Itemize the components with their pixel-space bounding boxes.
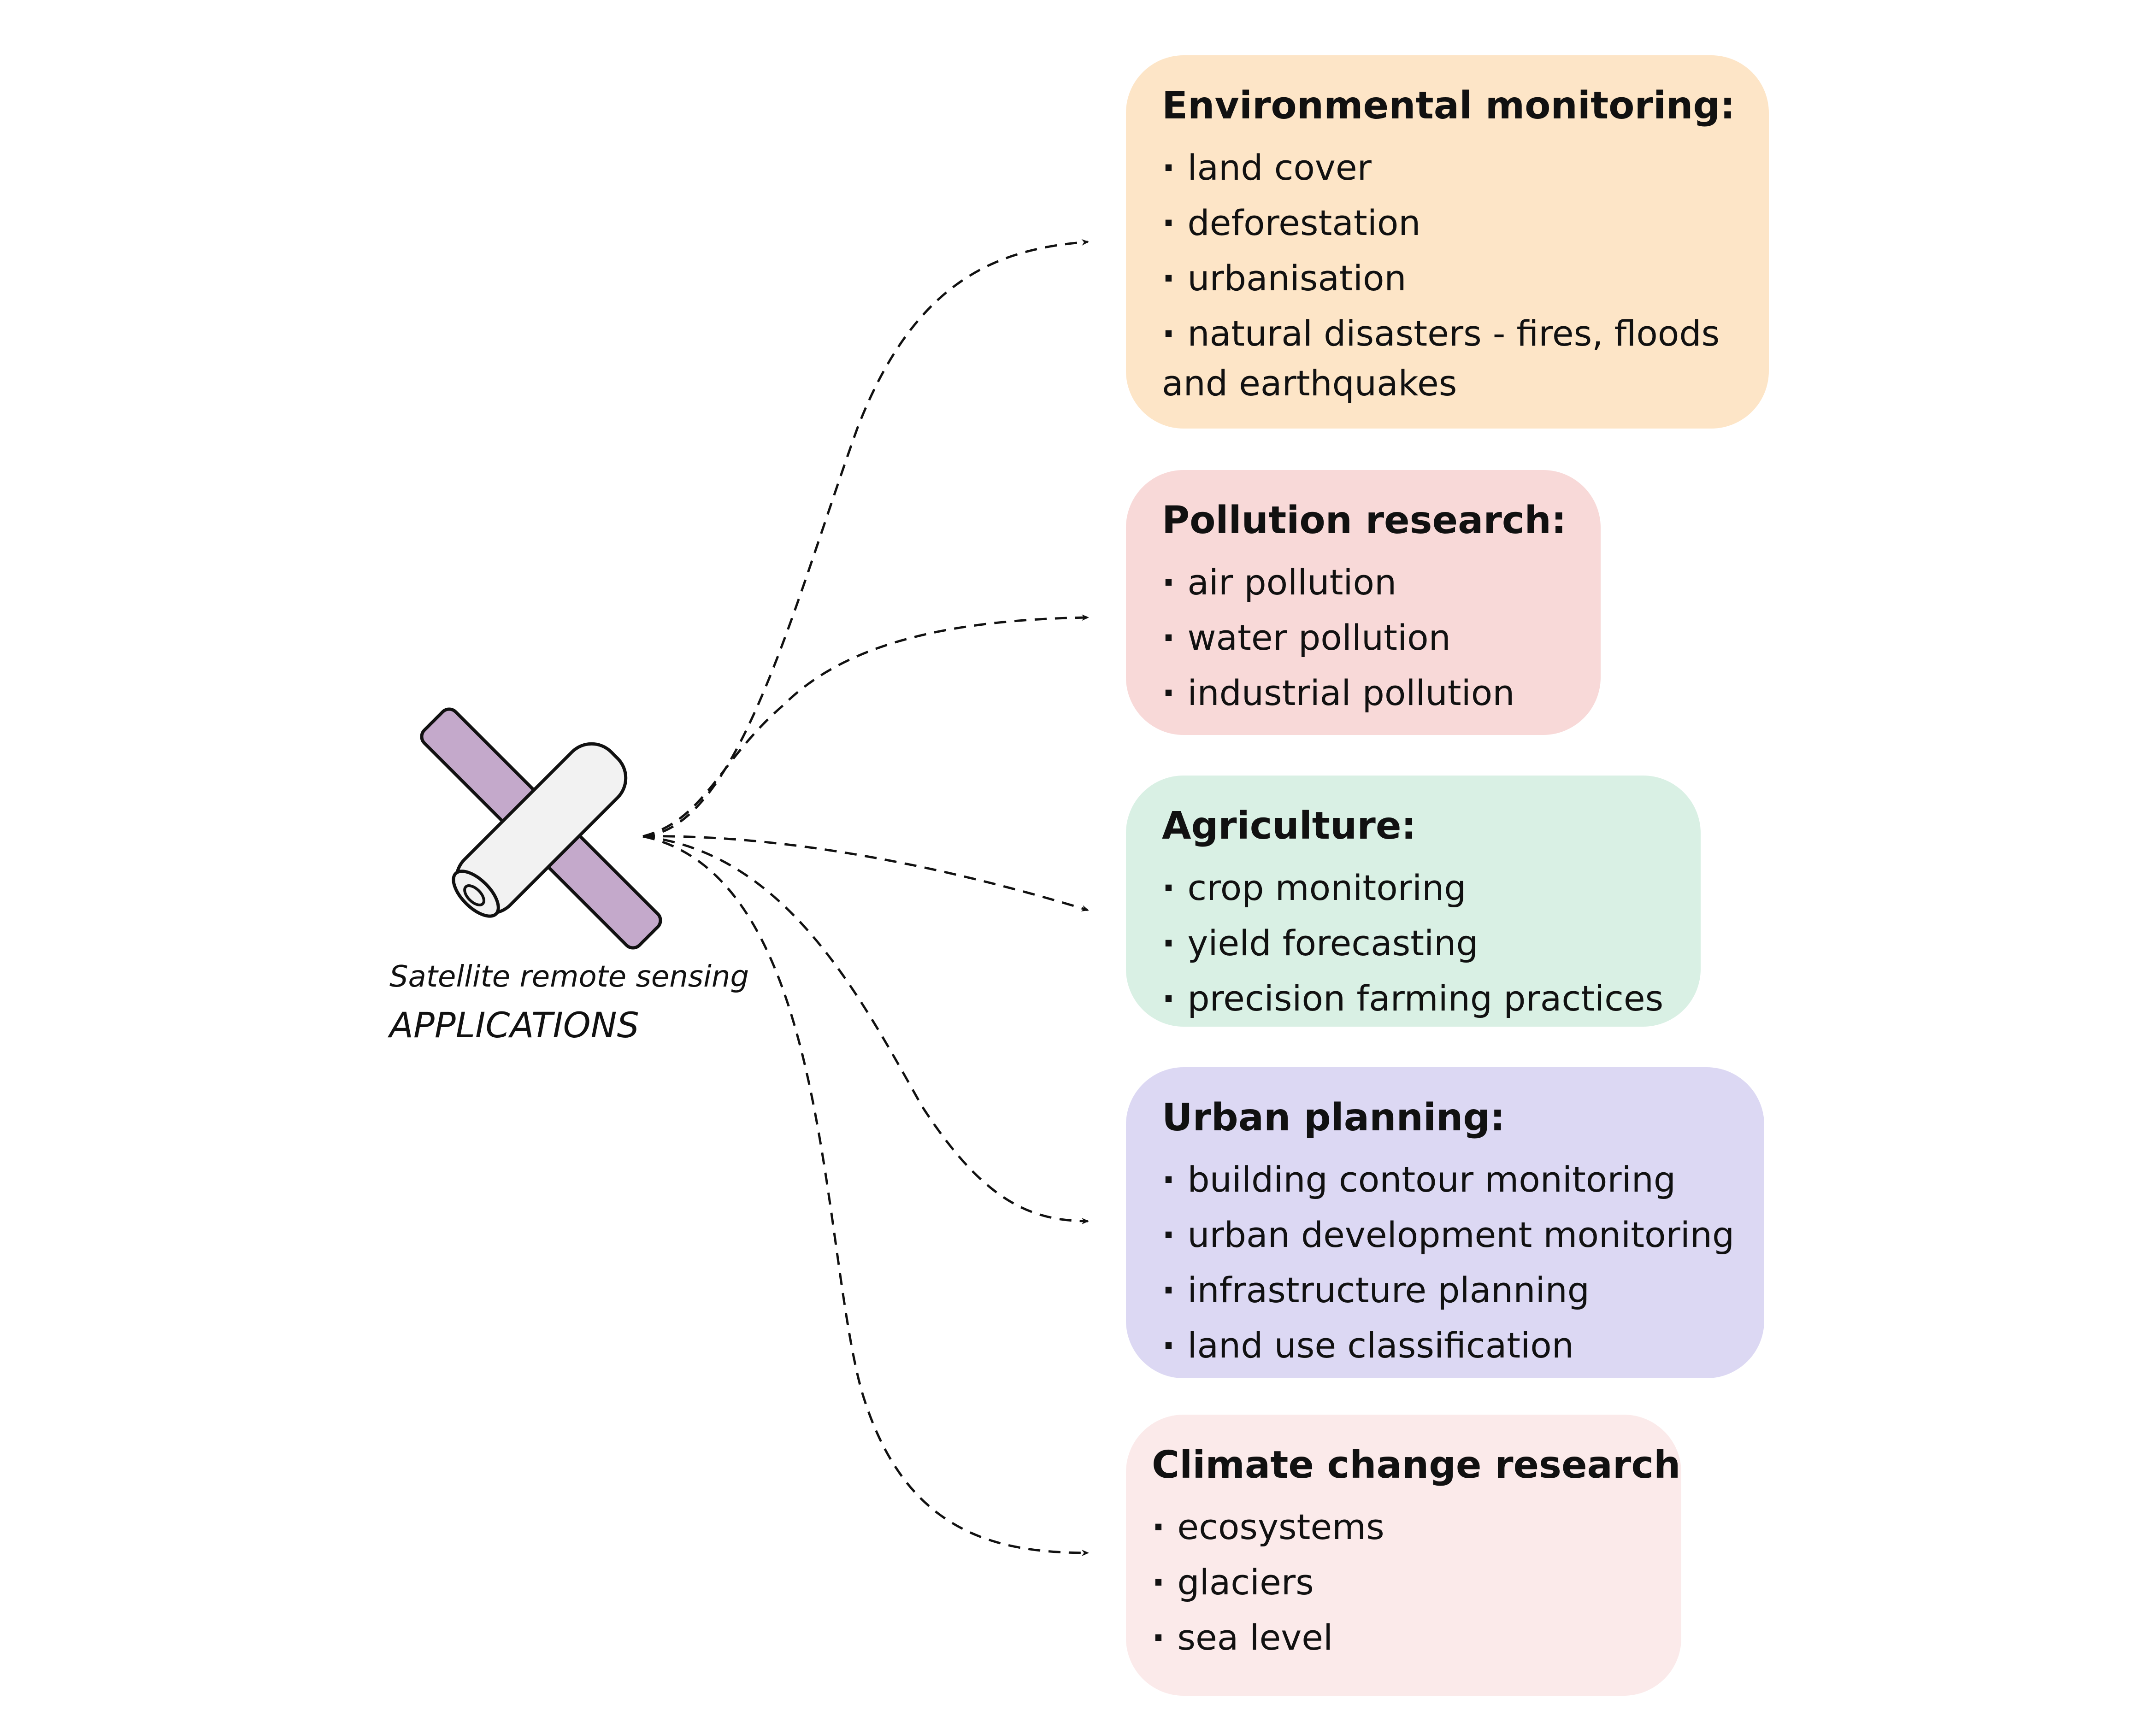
connector-arrows: [642, 239, 1089, 1556]
list-item: sea level: [1152, 1610, 1654, 1665]
list-item: infrastructure planning: [1162, 1263, 1737, 1318]
caption-line-1: Satellite remote sensing: [389, 960, 749, 994]
list-item: natural disasters - fires, floods and ea…: [1162, 306, 1741, 408]
list-item: urbanisation: [1162, 251, 1741, 306]
list-item: land cover: [1162, 140, 1741, 195]
box-item-list: land cover deforestation urbanisation na…: [1162, 140, 1741, 408]
box-title: Climate change research:: [1152, 1443, 1681, 1487]
arrow-to-agriculture: [642, 835, 1089, 911]
caption-line-2: APPLICATIONS: [389, 1005, 639, 1046]
list-item: deforestation: [1162, 195, 1741, 251]
box-item-list: ecosystems glaciers sea level: [1152, 1499, 1654, 1665]
box-environmental-monitoring: Environmental monitoring: land cover def…: [1126, 55, 1769, 429]
list-item: yield forecasting: [1162, 916, 1673, 971]
box-title: Urban planning:: [1162, 1096, 1505, 1140]
arrow-to-urban-planning: [642, 835, 1089, 1224]
list-item: glaciers: [1152, 1555, 1654, 1610]
satellite-lens-inner: [463, 884, 485, 906]
box-item-list: crop monitoring yield forecasting precis…: [1162, 860, 1673, 1026]
satellite-icon: [420, 707, 662, 950]
arrow-to-pollution-research: [642, 614, 1089, 838]
box-urban-planning: Urban planning: building contour monitor…: [1126, 1067, 1764, 1378]
arrow-to-climate-change-research: [642, 835, 1089, 1556]
box-item-list: building contour monitoring urban develo…: [1162, 1152, 1737, 1373]
arrow-to-environmental-monitoring: [642, 239, 1089, 838]
list-item: precision farming practices: [1162, 971, 1673, 1026]
list-item: air pollution: [1162, 555, 1573, 610]
list-item: water pollution: [1162, 610, 1573, 665]
box-agriculture: Agriculture: crop monitoring yield forec…: [1126, 776, 1701, 1027]
box-title: Pollution research:: [1162, 499, 1567, 542]
diagram-caption: Satellite remote sensing APPLICATIONS: [389, 954, 749, 1051]
box-title: Environmental monitoring:: [1162, 84, 1735, 128]
list-item: ecosystems: [1152, 1499, 1654, 1555]
box-pollution-research: Pollution research: air pollution water …: [1126, 470, 1601, 735]
box-climate-change-research: Climate change research: ecosystems glac…: [1126, 1415, 1681, 1696]
list-item: crop monitoring: [1162, 860, 1673, 916]
list-item: building contour monitoring: [1162, 1152, 1737, 1207]
box-title: Agriculture:: [1162, 804, 1417, 848]
box-item-list: air pollution water pollution industrial…: [1162, 555, 1573, 721]
list-item: industrial pollution: [1162, 665, 1573, 721]
list-item: urban development monitoring: [1162, 1207, 1737, 1263]
list-item: land use classification: [1162, 1318, 1737, 1373]
